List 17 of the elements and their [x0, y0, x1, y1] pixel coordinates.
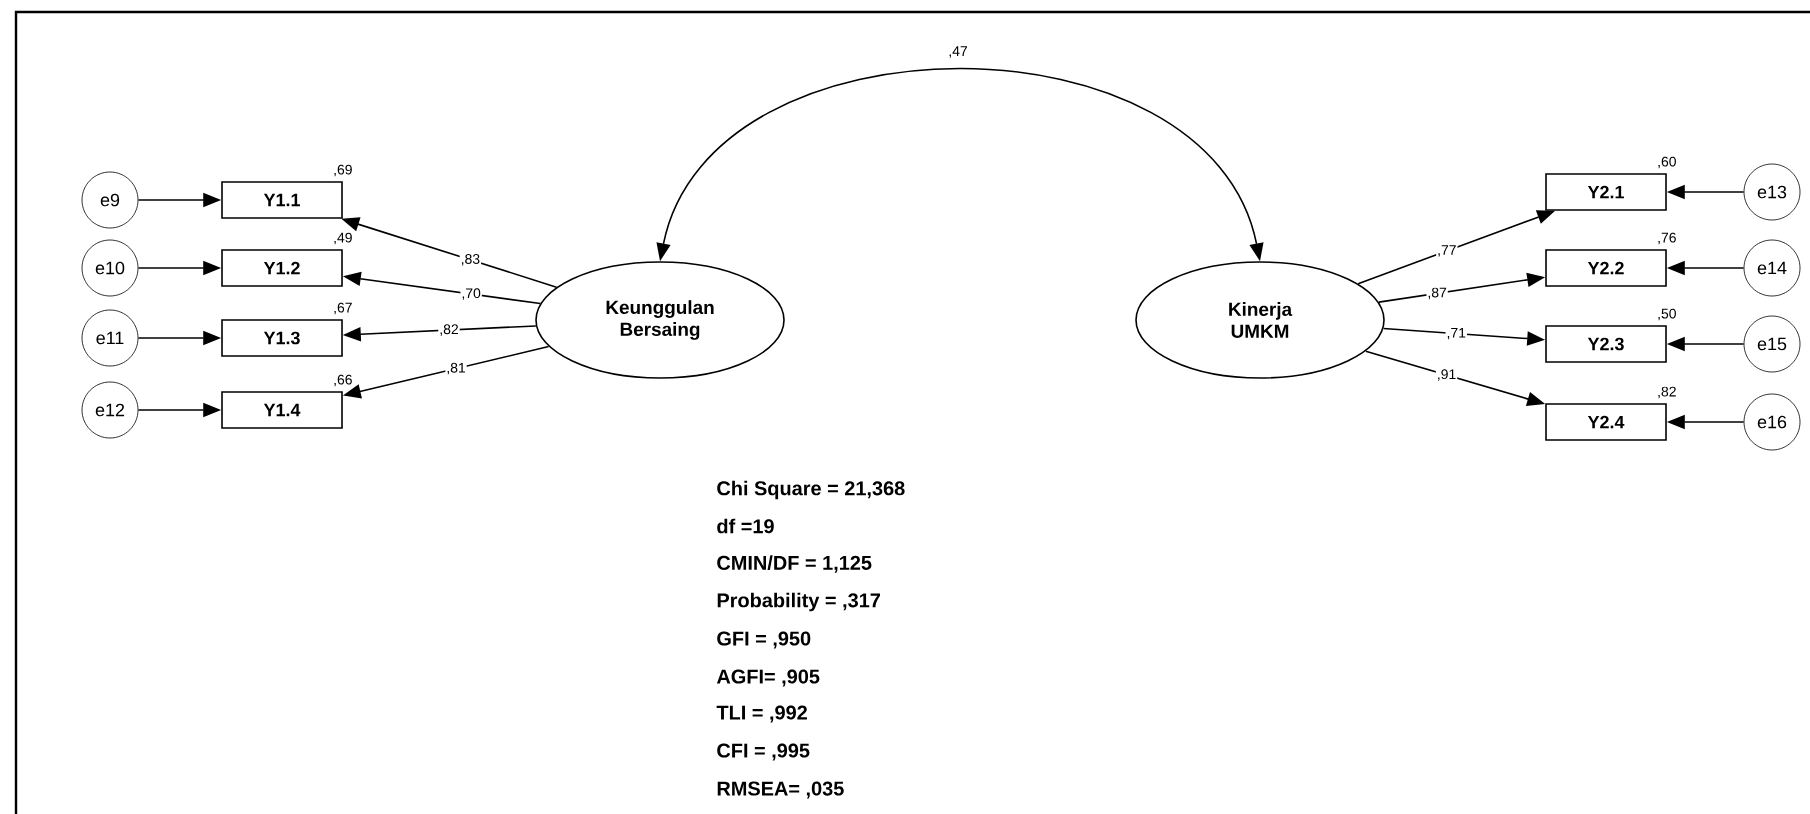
indicator-box: Y2.4	[1545, 403, 1667, 441]
fit-statistic: GFI = ,950	[717, 631, 811, 649]
indicator-box: Y1.3	[221, 319, 343, 357]
fit-statistic: RMSEA= ,035	[717, 781, 844, 799]
indicator-box: Y2.3	[1545, 325, 1667, 363]
fit-statistic: Chi Square = 21,368	[717, 480, 905, 500]
fit-statistic: CFI = ,995	[717, 743, 810, 761]
indicator-box: Y2.2	[1545, 249, 1667, 287]
fit-statistic: CMIN/DF = 1,125	[717, 555, 872, 573]
indicator-box: Y1.1	[221, 181, 343, 219]
indicator-box: Y2.1	[1545, 173, 1667, 211]
fit-statistic: TLI = ,992	[716, 705, 807, 723]
fit-statistic: Probability = ,317	[717, 592, 880, 612]
fit-statistic: AGFI= ,905	[716, 669, 820, 687]
indicator-box: Y1.4	[221, 391, 343, 429]
indicator-box: Y1.2	[221, 249, 343, 287]
fit-statistic: df =19	[717, 518, 774, 534]
